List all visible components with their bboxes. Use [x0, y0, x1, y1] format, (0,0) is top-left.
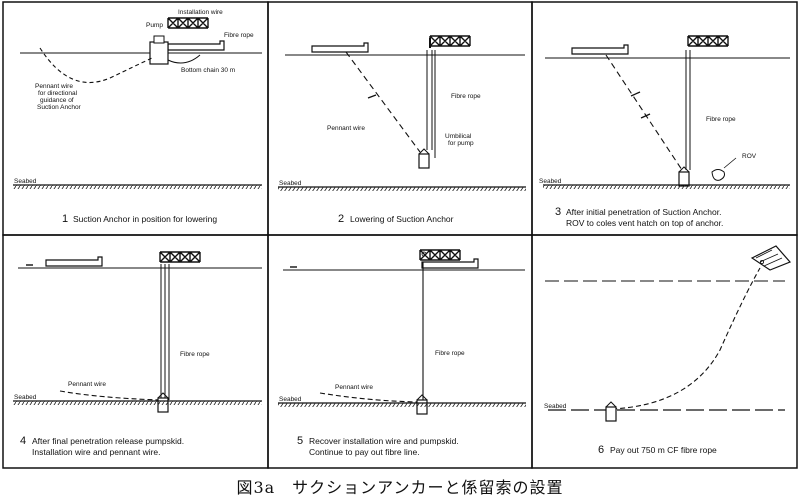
panel-2: Fibre rope Pennant wire Umbilical for pu… — [278, 35, 526, 225]
panel-3-caption-line-2: ROV to coles vent hatch on top of anchor… — [566, 218, 723, 228]
pennant-wire — [319, 392, 419, 403]
pennant-wire-label: Pennant wire — [335, 384, 373, 391]
fibre-rope-label: Fibre rope — [451, 93, 481, 100]
fibre-rope — [611, 267, 761, 410]
panel-6: Seabed 6 Pay out 750 m CF fibre rope — [544, 245, 792, 456]
figure-caption: 図3a サクションアンカーと係留索の設置 — [236, 478, 564, 497]
seabed-line — [13, 401, 262, 405]
umbilical-label-2: for pump — [448, 140, 474, 147]
pennant-wire — [605, 54, 683, 171]
seabed-label: Seabed — [279, 180, 302, 187]
installation-wire-label: Installation wire — [178, 9, 223, 16]
umbilical-label-1: Umbilical — [445, 133, 472, 140]
seabed-label: Seabed — [544, 403, 567, 410]
fibre-rope-label: Fibre rope — [224, 32, 254, 39]
panel-2-caption: Lowering of Suction Anchor — [350, 214, 454, 224]
panel-1-caption: Suction Anchor in position for lowering — [73, 214, 217, 224]
panel-2-number: 2 — [338, 213, 344, 225]
bottom-chain-label: Bottom chain 30 m — [181, 67, 235, 74]
pennant-note-line-2: for directional — [38, 90, 78, 97]
panel-4-number: 4 — [20, 435, 26, 447]
pump-label: Pump — [146, 22, 163, 29]
panel-5-caption-line-2: Continue to pay out fibre line. — [309, 447, 420, 457]
panel-3: Fibre rope ROV Seabed 3 After initial pe… — [539, 35, 790, 228]
pennant-wire-label: Pennant wire — [327, 125, 365, 132]
rov — [711, 169, 725, 181]
panel-5: Fibre rope Pennant wire Seabed 5 Recover… — [278, 249, 526, 457]
fibre-rope-label: Fibre rope — [706, 116, 736, 123]
seabed-line — [278, 403, 526, 407]
pennant-wire — [39, 47, 153, 83]
panel-3-caption-line-1: After initial penetration of Suction Anc… — [566, 207, 721, 217]
fibre-rope-label: Fibre rope — [435, 350, 465, 357]
panel-6-caption: Pay out 750 m CF fibre rope — [610, 445, 717, 455]
seabed-label: Seabed — [279, 396, 302, 403]
fibre-rope-label: Fibre rope — [180, 351, 210, 358]
suction-anchor — [149, 41, 169, 65]
panel-5-caption-line-1: Recover installation wire and pumpskid. — [309, 436, 459, 446]
panel-frames — [2, 1, 798, 469]
seabed-label: Seabed — [14, 178, 37, 185]
pump — [153, 35, 165, 44]
seabed-line — [278, 187, 526, 191]
panel-3-number: 3 — [555, 206, 561, 218]
pennant-note-line-3: guidance of — [40, 97, 74, 104]
pennant-note-line-1: Pennant wire — [35, 83, 73, 90]
panel-6-number: 6 — [598, 444, 604, 456]
panel-5-number: 5 — [297, 435, 303, 447]
pennant-wire-label: Pennant wire — [68, 381, 106, 388]
panel-1: Pump Installation wire Fibre rope Bottom… — [13, 9, 262, 225]
seabed-label: Seabed — [539, 178, 562, 185]
panel-4-caption-line-1: After final penetration release pumpskid… — [32, 436, 184, 446]
floating-unit — [750, 245, 792, 271]
seabed-line — [13, 185, 262, 189]
panel-4-caption-line-2: Installation wire and pennant wire. — [32, 447, 161, 457]
pennant-wire — [345, 51, 421, 153]
seabed-label: Seabed — [14, 394, 37, 401]
panel-4: Fibre rope Pennant wire Seabed 4 After f… — [13, 251, 262, 457]
rov-label: ROV — [742, 153, 757, 160]
seabed-line — [543, 185, 790, 189]
pennant-wire — [59, 390, 161, 401]
panel-1-number: 1 — [62, 213, 68, 225]
pennant-note-line-4: Suction Anchor — [37, 104, 82, 111]
